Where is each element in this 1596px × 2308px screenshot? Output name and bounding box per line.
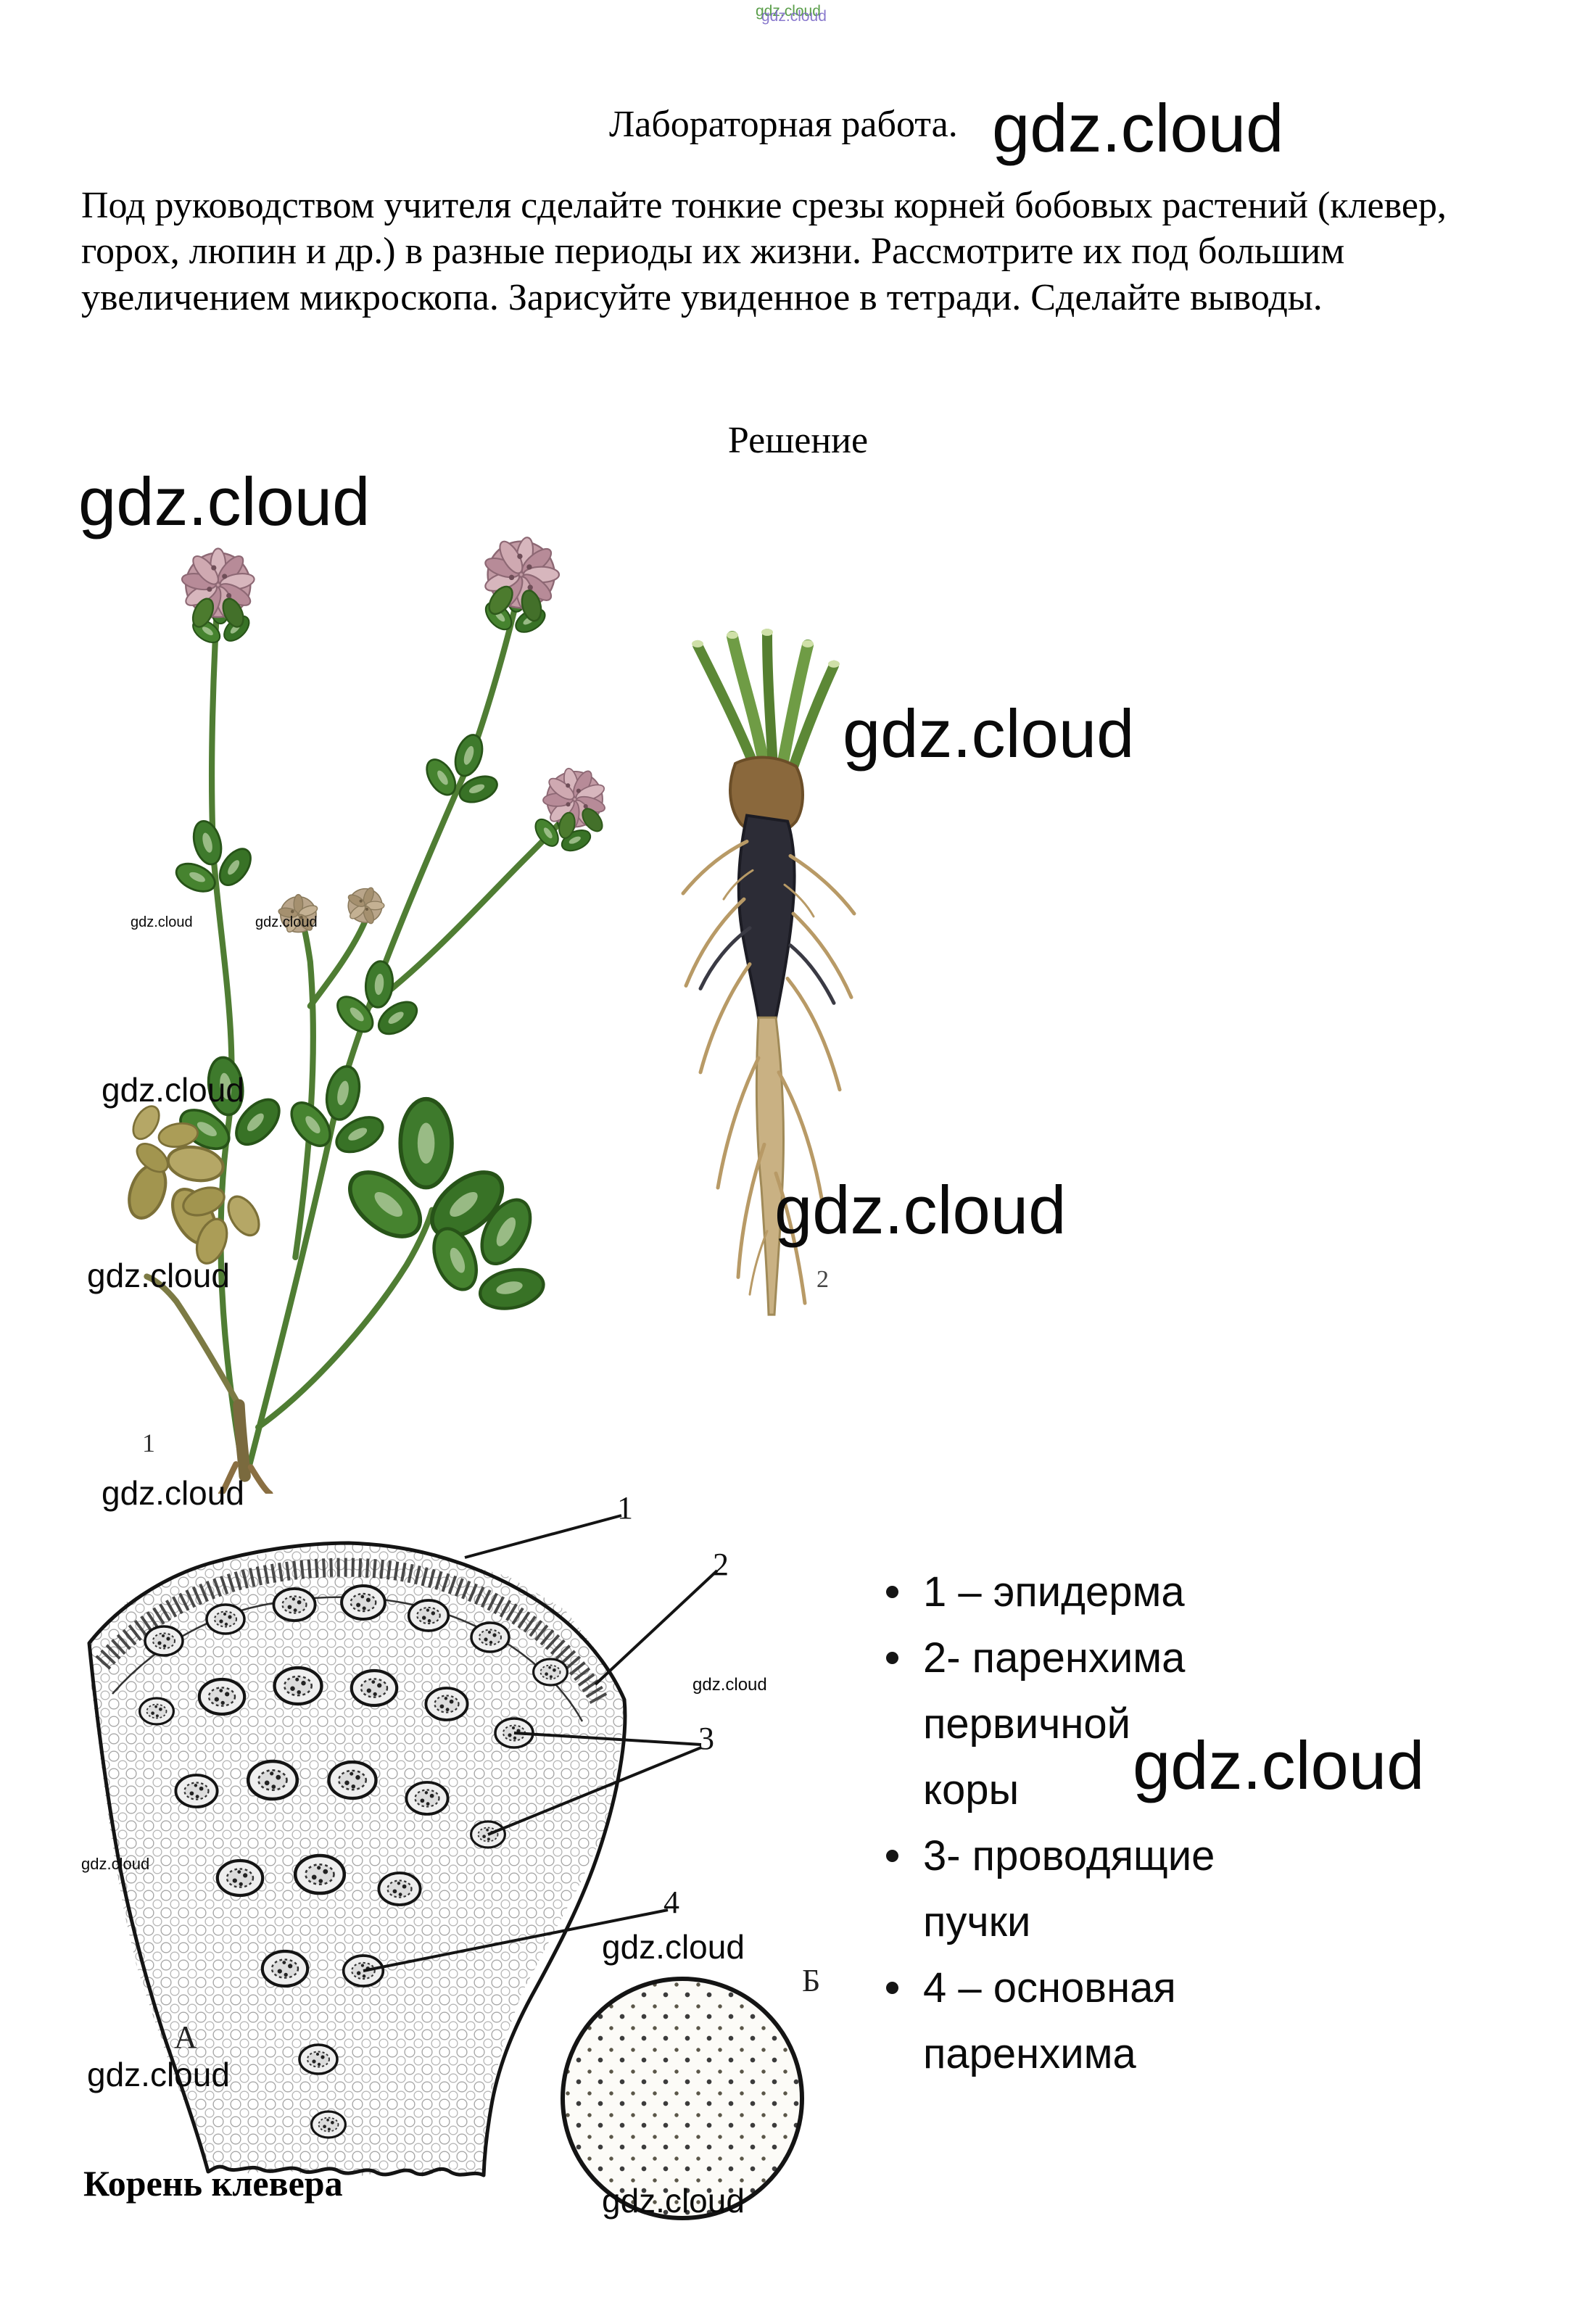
watermark-root-top: gdz.cloud	[843, 695, 1135, 772]
legend-line: 2- паренхима	[923, 1634, 1186, 1682]
watermark-plant-med-1: gdz.cloud	[102, 1071, 244, 1109]
watermark-large-left: gdz.cloud	[78, 463, 371, 539]
callout-1: 1	[617, 1490, 633, 1526]
legend-line: первичной	[923, 1700, 1131, 1747]
figure-number-root: 2	[816, 1266, 829, 1293]
epidermis-band	[95, 1558, 608, 1706]
watermark-legend-large: gdz.cloud	[1133, 1727, 1425, 1803]
figure-caption: Корень клевера	[83, 2163, 343, 2204]
watermark-plant-med-3: gdz.cloud	[102, 1474, 244, 1512]
section-label-b: Б	[802, 1963, 821, 1998]
fan-outline	[87, 1541, 627, 2177]
solution-heading: Решение	[727, 420, 869, 461]
legend-line: пучки	[923, 1898, 1031, 1945]
bullet-icon	[886, 1982, 898, 1994]
watermark-plant-med-2: gdz.cloud	[87, 1257, 230, 1294]
cortex-inner-line	[112, 1596, 584, 1722]
watermark-section-small-1: gdz.cloud	[692, 1675, 767, 1695]
lateral-roots	[681, 839, 856, 1305]
legend-item-epidermis: 1 – эпидерма	[886, 1559, 1215, 1625]
watermark-section-med-2: gdz.cloud	[87, 2056, 230, 2093]
watermark-top-purple: gdz.cloud	[761, 8, 827, 25]
legend-line: 4 – основная	[923, 1964, 1176, 2011]
watermark-section-med-1: gdz.cloud	[602, 1928, 745, 1966]
root-cross-section-circle	[561, 1977, 804, 2220]
bullet-icon	[886, 1850, 898, 1862]
legend-line: паренхима	[923, 2030, 1136, 2077]
watermark-section-small-2: gdz.cloud	[81, 1855, 150, 1873]
legend-item-parenchyma-cortex: 2- паренхима первичной коры	[886, 1625, 1215, 1823]
callout-leader-lines	[363, 1514, 719, 1972]
section-label-a: А	[174, 2019, 197, 2055]
watermark-title-right: gdz.cloud	[992, 90, 1284, 166]
figure-number-plant: 1	[142, 1428, 155, 1457]
legend-list: 1 – эпидерма 2- паренхима первичной коры…	[886, 1559, 1215, 2087]
legend-line: 1 – эпидерма	[923, 1568, 1185, 1616]
watermark-plant-tiny-1: gdz.cloud	[131, 914, 193, 930]
cross-section-figure: 1 2 3 4	[83, 1492, 819, 2246]
bullet-icon	[886, 1652, 898, 1664]
cross-section-overlay	[87, 1514, 719, 2177]
root-specimen-illustration	[681, 628, 856, 1316]
page-title: Лабораторная работа.	[609, 104, 958, 145]
legend-item-ground-parenchyma: 4 – основная паренхима	[886, 1955, 1215, 2087]
taproot-dark	[737, 814, 796, 1019]
watermark-plant-tiny-2: gdz.cloud	[255, 914, 318, 930]
watermark-top-green: gdz.cloud	[756, 3, 821, 20]
callout-2: 2	[713, 1547, 729, 1582]
callout-4: 4	[663, 1885, 679, 1920]
plant-base	[218, 1399, 273, 1494]
legend-line: 3- проводящие	[923, 1832, 1215, 1879]
watermark-root-mid: gdz.cloud	[774, 1172, 1067, 1248]
bullet-icon	[886, 1586, 898, 1598]
taproot-tan	[755, 1016, 785, 1316]
watermark-bottom: gdz.cloud	[602, 2182, 745, 2220]
cut-stems	[692, 628, 840, 780]
legend-line: коры	[923, 1766, 1020, 1813]
callout-3: 3	[698, 1721, 714, 1756]
clover-plant-illustration	[73, 529, 616, 1494]
legend-item-vascular-bundles: 3- проводящие пучки	[886, 1823, 1215, 1955]
task-paragraph: Под руководством учителя сделайте тонкие…	[81, 185, 1447, 318]
